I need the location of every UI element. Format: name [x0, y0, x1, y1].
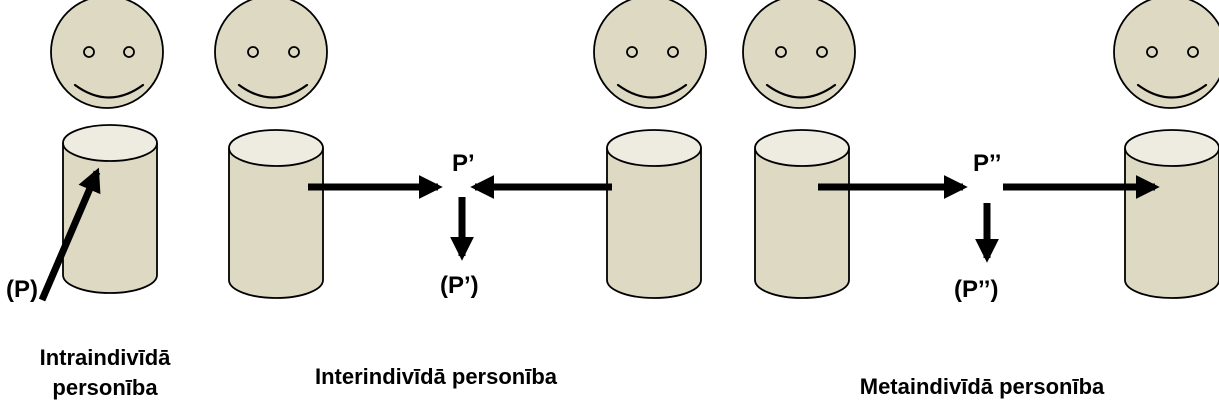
person-2-inter-left [214, 0, 328, 299]
smiley-face-icon [593, 0, 707, 109]
person-4-meta-left [742, 0, 856, 299]
cylinder-icon [1124, 129, 1219, 299]
meta-result-label: (P’’) [954, 276, 998, 303]
inter-result-label: (P’) [440, 272, 479, 299]
intra-caption-line1: Intraindivīdā [40, 345, 172, 370]
smiley-face-icon [742, 0, 856, 109]
meta-caption: Metaindivīdā personība [860, 374, 1105, 399]
smiley-face-icon [214, 0, 328, 109]
inter-caption: Interindivīdā personība [315, 364, 558, 389]
person-1-intra [50, 0, 164, 294]
cylinder-icon [606, 129, 702, 299]
inter-shared-label: P’ [452, 150, 475, 177]
cylinder-icon [228, 129, 324, 299]
smiley-face-icon [1113, 0, 1219, 109]
intra-arrow [38, 167, 101, 302]
intra-result-label: (P) [6, 276, 38, 303]
cylinder-icon [754, 129, 850, 299]
arrows [38, 167, 1160, 302]
meta-shared-label: P’’ [973, 150, 1001, 177]
person-3-inter-right [593, 0, 707, 299]
cylinder-icon [62, 124, 158, 294]
intra-caption-line2: personība [52, 375, 158, 400]
person-5-meta-right [1113, 0, 1219, 299]
smiley-face-icon [50, 0, 164, 109]
